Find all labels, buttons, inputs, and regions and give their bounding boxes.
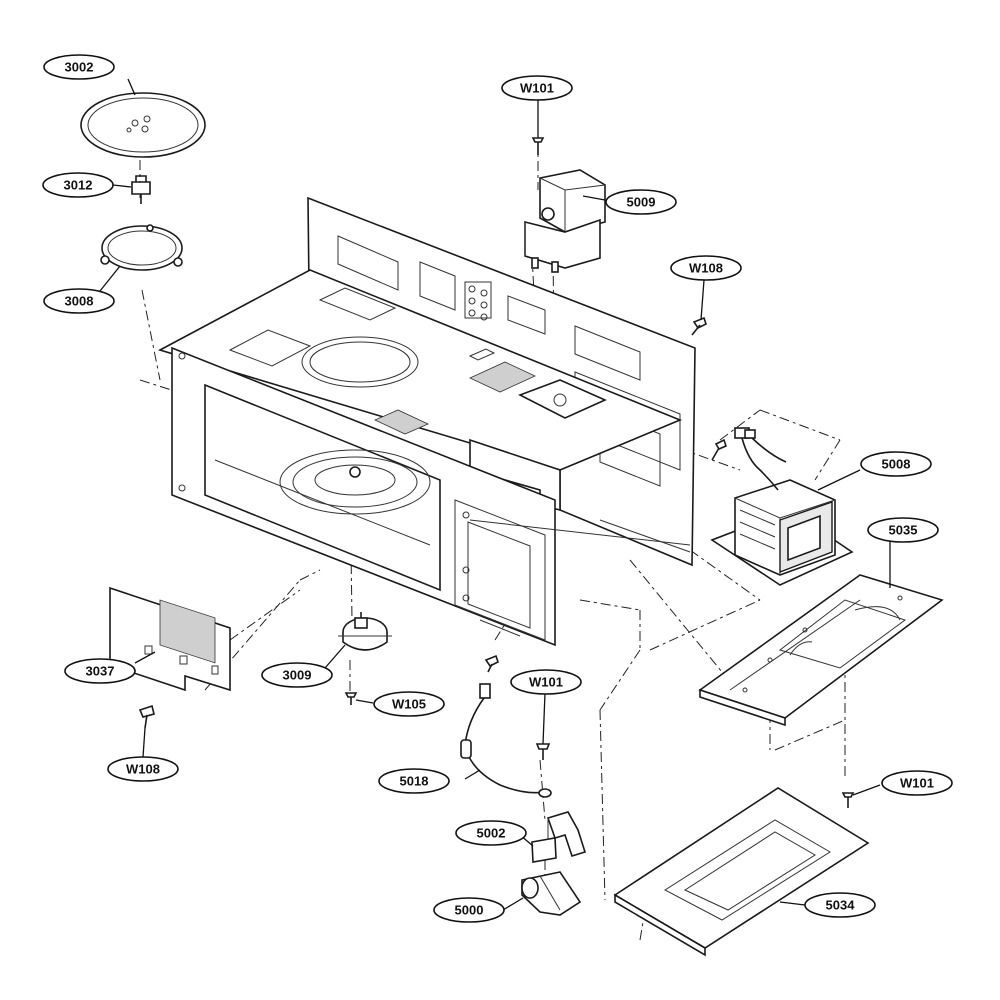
callout-5035-label: 5035 [889,523,918,538]
callout-3002-label: 3002 [65,60,94,75]
callout-5008-label: 5008 [882,457,911,472]
screw-cavity-bottom [484,654,499,673]
callout-5000: 5000 [433,897,505,923]
callout-5009-label: 5009 [627,195,656,210]
sensor-bracket [531,811,587,863]
screw-w108-left [138,704,155,729]
turntable-coupler [131,175,151,204]
callout-5018-label: 5018 [400,774,429,789]
callout-5000-label: 5000 [455,903,484,918]
callout-3037-label: 3037 [86,664,115,679]
roller-ring [100,224,183,271]
glass-turntable-tray [80,92,206,158]
callout-w108-right: W108 [670,255,742,281]
callout-5009: 5009 [605,189,677,215]
callout-3009-label: 3009 [283,668,312,683]
callout-w108-left: W108 [107,756,179,782]
callout-5018: 5018 [378,768,450,794]
callout-w101-middle-label: W101 [529,675,563,690]
screw-w108-right [691,316,707,336]
callout-3012: 3012 [42,172,114,198]
oven-cavity [157,196,696,647]
screw-w101-middle [535,743,551,760]
callout-3008: 3008 [43,288,115,314]
callout-w108-right-label: W108 [689,261,723,276]
callout-3012-label: 3012 [64,178,93,193]
magnetron [524,169,606,273]
bottom-cover [613,787,870,957]
callout-w101-right: W101 [881,770,953,796]
callout-5034: 5034 [804,892,876,918]
screw-w101-top [531,137,545,155]
callout-5002: 5002 [455,820,527,846]
callout-w101-right-label: W101 [900,776,934,791]
callout-w105-label: W105 [392,697,426,712]
callout-3009: 3009 [261,662,333,688]
callout-5002-label: 5002 [477,826,506,841]
wire-harness [460,683,552,798]
front-grille-plate [109,586,231,692]
screw-w101-right [841,792,855,808]
callout-w101-top: W101 [501,75,573,101]
callout-w101-top-label: W101 [520,81,554,96]
callout-3008-label: 3008 [65,294,94,309]
callout-w105: W105 [373,691,445,717]
callout-5034-label: 5034 [826,898,856,913]
callout-5008: 5008 [860,451,932,477]
screw-w105 [344,692,358,705]
high-voltage-transformer [710,427,854,586]
lamp-sensor [521,871,582,916]
callout-3002: 3002 [43,54,115,80]
turntable-motor [338,612,392,651]
callout-w101-middle: W101 [510,669,582,695]
callout-5035: 5035 [867,517,939,543]
leader-lines [99,78,891,911]
base-plate [698,574,944,727]
callout-w108-left-label: W108 [126,762,160,777]
screw-transformer [711,438,727,461]
callout-3037: 3037 [64,658,136,684]
